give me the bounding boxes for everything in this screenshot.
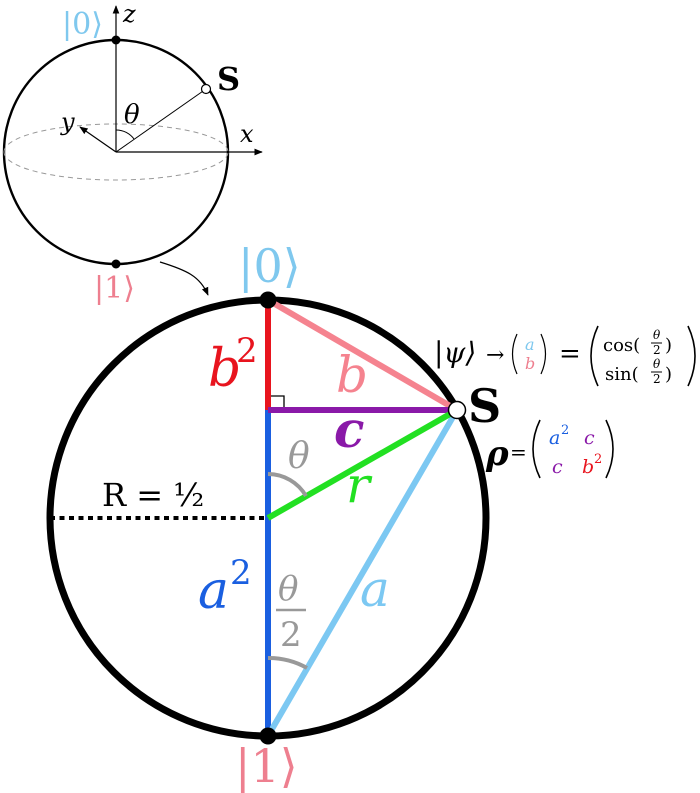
- state-label: S: [468, 379, 501, 433]
- big-circle-diagram: |0⟩ |1⟩ b 2 a 2 b a c r θ θ 2 R = ½ S: [46, 239, 501, 793]
- z-axis-label: z: [122, 0, 136, 28]
- psi-equation: |ψ⟩ → a b = cos( θ 2 ) sin( θ 2 ): [434, 325, 696, 387]
- south-pole-dot: [259, 727, 277, 745]
- vec-a: a: [525, 335, 535, 354]
- small-theta-label: θ: [124, 100, 140, 130]
- matrix-left-paren: [590, 325, 599, 387]
- b-chord-label: b: [336, 346, 368, 404]
- r-segment: [266, 407, 459, 521]
- a-chord-label: a: [360, 560, 390, 618]
- c-label: c: [334, 400, 364, 459]
- small-state-label: S: [217, 60, 240, 98]
- small-ket-zero-label: |0⟩: [62, 7, 103, 42]
- small-north-pole-dot: [111, 35, 121, 45]
- y-axis-label: y: [60, 108, 75, 136]
- theta-label: θ: [288, 436, 310, 477]
- right-angle-marker: [271, 395, 285, 407]
- north-pole-dot: [259, 291, 277, 309]
- a-squared-exponent: 2: [230, 553, 252, 593]
- small-ket-one-label: |1⟩: [94, 271, 135, 306]
- a-chord: [265, 408, 460, 738]
- rho-equals: =: [510, 440, 527, 464]
- cos-text: cos(: [603, 335, 640, 356]
- rho-a: a: [549, 427, 560, 449]
- small-south-pole-dot: [111, 259, 121, 269]
- rho-c-bottom: c: [552, 456, 563, 478]
- b-chord: [266, 297, 459, 413]
- rho-b-exp: 2: [594, 452, 602, 467]
- zoom-arrow: [159, 261, 209, 296]
- matrix-right-paren: [687, 325, 696, 387]
- ket-zero-label: |0⟩: [238, 239, 301, 293]
- sin-theta: θ: [653, 357, 661, 371]
- small-state-point: [200, 83, 212, 95]
- vec-left-paren: [511, 333, 518, 375]
- rho-c-top: c: [584, 427, 595, 449]
- b-squared-exponent: 2: [236, 331, 258, 371]
- psi-ket: |ψ⟩: [434, 336, 476, 369]
- cos-close: ): [665, 335, 672, 356]
- theta-arc: [267, 472, 308, 498]
- psi-arrow: →: [486, 343, 504, 368]
- half-theta-numerator: θ: [278, 569, 298, 609]
- b-squared-label: b: [208, 339, 241, 399]
- x-axis-label: x: [240, 120, 254, 148]
- rho-symbol: ρ: [485, 434, 509, 474]
- state-point: [447, 400, 467, 420]
- rho-b: b: [582, 456, 594, 478]
- state-vector: [115, 88, 207, 153]
- sin-two: 2: [653, 372, 661, 386]
- cos-two: 2: [653, 343, 661, 357]
- rho-equation: ρ = a 2 c c b 2: [485, 419, 614, 479]
- rho-left-paren: [532, 419, 541, 479]
- half-theta-denominator: 2: [280, 615, 302, 655]
- rho-right-paren: [605, 419, 614, 479]
- vec-right-paren: [540, 333, 547, 375]
- small-sphere-equator-front: [3, 151, 229, 181]
- y-axis: [79, 126, 117, 153]
- vec-b: b: [525, 354, 535, 373]
- sin-text: sin(: [605, 364, 639, 385]
- small-bloch-sphere: |0⟩ |1⟩ z y x θ S: [2, 0, 263, 306]
- half-theta-arc: [267, 655, 308, 670]
- sin-close: ): [665, 364, 672, 385]
- rho-a-exp: 2: [561, 423, 569, 438]
- ket-one-label: |1⟩: [235, 739, 298, 793]
- a-squared-label: a: [198, 561, 229, 621]
- psi-equals: =: [559, 339, 581, 369]
- radius-label: R = ½: [102, 476, 204, 514]
- small-theta-arc: [115, 129, 135, 140]
- cos-theta: θ: [653, 328, 661, 342]
- r-label: r: [346, 456, 373, 514]
